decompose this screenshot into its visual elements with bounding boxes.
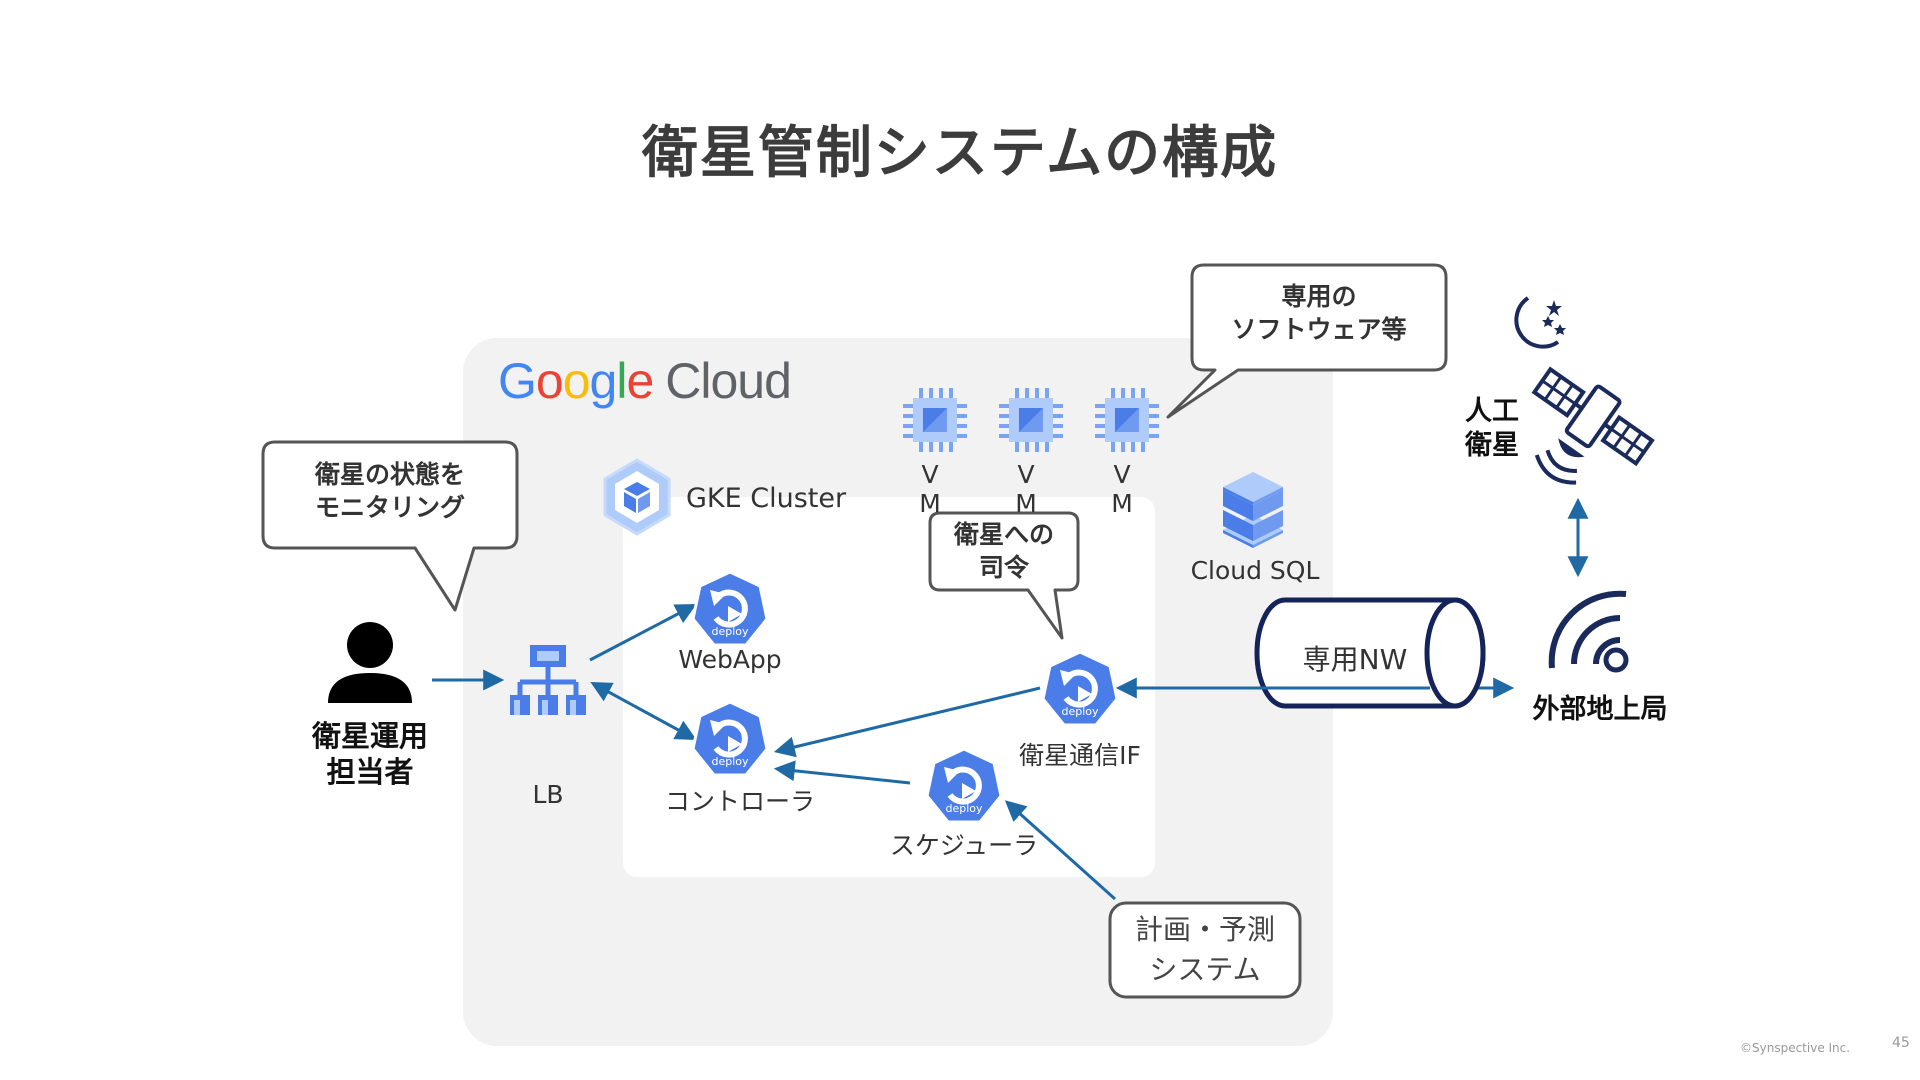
person-icon <box>328 622 412 703</box>
satellite-icon <box>1531 366 1655 485</box>
scheduler-deploy-icon <box>927 749 1001 822</box>
vm-label-line: V <box>921 460 939 489</box>
callout-software-bubble <box>1166 263 1448 419</box>
cloud-sql-icon <box>1223 472 1283 548</box>
planning-line: システム <box>1149 953 1261 986</box>
logo-letter: l <box>616 353 627 409</box>
vm-chip-icon <box>1093 386 1161 454</box>
arrow-lb-to-webapp <box>589 604 697 662</box>
callout-line: 司令 <box>978 553 1029 582</box>
satellite-label: 人工 衛星 <box>1450 395 1534 463</box>
logo-cloud-word: Cloud <box>665 353 792 409</box>
callout-line: 衛星の状態を <box>314 460 465 489</box>
page-number: 45 <box>1892 1035 1910 1051</box>
planning-system-text: 計画・予測 システム <box>1110 910 1300 990</box>
arrow-scheduler-to-controller <box>773 760 911 785</box>
vm-label-line: M <box>919 489 941 518</box>
vm-label: V M <box>1011 460 1041 518</box>
sat-comm-deploy-icon <box>1043 652 1117 725</box>
logo-letter: o <box>535 353 564 409</box>
dedicated-network-tube <box>1254 597 1486 709</box>
callout-command-bubble <box>928 511 1080 640</box>
arrow-planning-to-scheduler <box>1004 800 1117 901</box>
controller-label: コントローラ <box>664 787 815 816</box>
logo-letter: G <box>498 353 537 409</box>
logo-letter: e <box>626 353 654 409</box>
sat-comm-label: 衛星通信IF <box>1019 741 1141 770</box>
vm-label-line: M <box>1015 489 1037 518</box>
ground-station-label: 外部地上局 <box>1532 694 1668 725</box>
logo-letter: o <box>562 353 591 409</box>
vm-label-line: V <box>1017 460 1035 489</box>
operator-label-line: 衛星運用 <box>311 719 428 753</box>
arrow-satif-to-controller <box>773 686 1041 758</box>
callout-line: モニタリング <box>314 493 465 522</box>
satellite-label-line: 衛星 <box>1465 430 1519 461</box>
gke-cluster-label: GKE Cluster <box>686 483 847 514</box>
satellite-label-line: 人工 <box>1465 396 1519 427</box>
vm-label: V M <box>1107 460 1137 518</box>
callout-line: ソフトウェア等 <box>1231 315 1407 344</box>
controller-deploy-icon <box>693 702 767 775</box>
callout-software-text: 専用の ソフトウェア等 <box>1192 280 1446 346</box>
logo-letter: g <box>589 353 618 409</box>
vm-label-line: M <box>1111 489 1133 518</box>
vm-label-line: V <box>1113 460 1131 489</box>
callout-monitoring-text: 衛星の状態を モニタリング <box>263 458 517 524</box>
ground-station-icon <box>1548 590 1629 673</box>
cloud-sql-label: Cloud SQL <box>1190 556 1320 585</box>
vm-chip-icon <box>901 386 969 454</box>
gke-icon <box>603 458 671 536</box>
callout-monitoring-bubble <box>261 440 519 612</box>
webapp-deploy-icon <box>693 572 767 645</box>
arrow-lb-controller <box>590 681 697 741</box>
operator-label: 衛星運用 担当者 <box>290 718 450 790</box>
callout-line: 専用の <box>1281 282 1357 311</box>
page-title: 衛星管制システムの構成 <box>641 121 1279 186</box>
callout-line: 衛星への <box>953 520 1054 549</box>
network-label: 専用NW <box>1302 643 1408 676</box>
webapp-label: WebApp <box>678 645 782 674</box>
planning-line: 計画・予測 <box>1134 913 1275 946</box>
load-balancer-icon <box>510 645 586 715</box>
lb-label: LB <box>532 780 564 809</box>
vm-chip-icon <box>997 386 1065 454</box>
copyright-text: ©Synspective Inc. <box>1740 1041 1851 1055</box>
scheduler-label: スケジューラ <box>889 831 1039 860</box>
operator-label-line: 担当者 <box>326 755 414 789</box>
callout-command-text: 衛星への 司令 <box>930 518 1078 584</box>
vm-label: V M <box>915 460 945 518</box>
planning-system-box <box>1108 901 1302 999</box>
moon-icon <box>1514 296 1566 349</box>
